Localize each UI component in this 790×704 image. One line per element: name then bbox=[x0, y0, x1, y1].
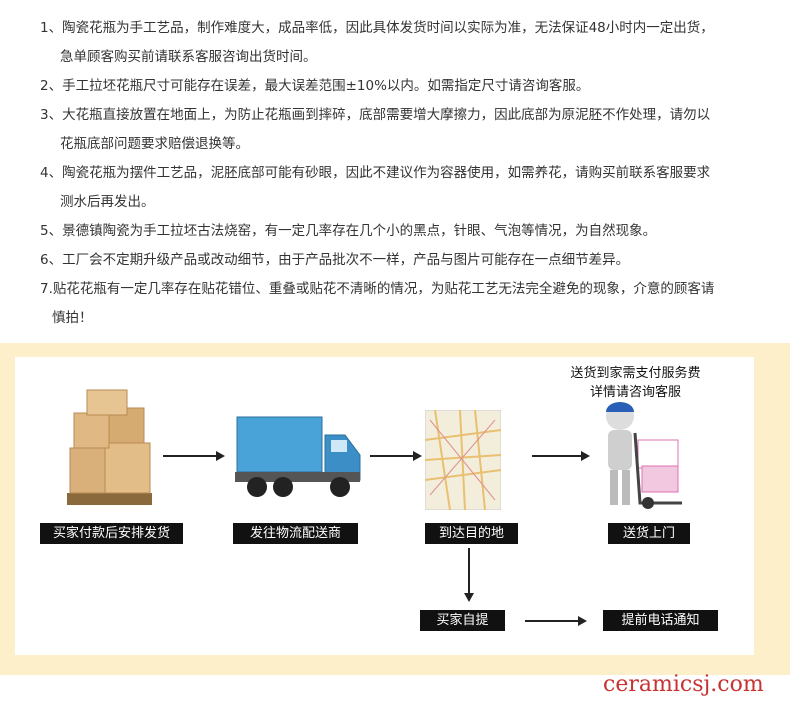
flow-arrow-1 bbox=[163, 451, 225, 461]
notes-list: 1、陶瓷花瓶为手工艺品，制作难度大，成品率低，因此具体发货时间以实际为准，无法保… bbox=[40, 14, 760, 333]
flow-arrow-2 bbox=[370, 451, 422, 461]
step-logistics: 发往物流配送商 bbox=[233, 523, 358, 544]
watermark: ceramicsj.com bbox=[603, 672, 764, 697]
note-6: 6、工厂会不定期升级产品或改动细节，由于产品批次不一样，产品与图片可能存在一点细… bbox=[40, 252, 630, 268]
note-1: 1、陶瓷花瓶为手工艺品，制作难度大，成品率低，因此具体发货时间以实际为准，无法保… bbox=[40, 20, 714, 65]
service-fee-note: 送货到家需支付服务费 详情请咨询客服 bbox=[570, 366, 701, 400]
flow-arrow-4 bbox=[525, 616, 587, 626]
note-3: 3、大花瓶直接放置在地面上，为防止花瓶画到摔碎，底部需要增大摩擦力，因此底部为原… bbox=[40, 107, 711, 152]
step-home-delivery: 送货上门 bbox=[608, 523, 690, 544]
note-2: 2、手工拉坯花瓶尺寸可能存在误差，最大误差范围±10%以内。如需指定尺寸请咨询客… bbox=[40, 78, 590, 94]
flow-arrow-3 bbox=[532, 451, 590, 461]
flow-arrow-down bbox=[464, 548, 474, 602]
note-4: 4、陶瓷花瓶为摆件工艺品，泥胚底部可能有砂眼，因此不建议作为容器使用，如需养花，… bbox=[40, 165, 711, 210]
map-icon bbox=[425, 410, 501, 510]
step-phone-notify: 提前电话通知 bbox=[603, 610, 718, 631]
truck-icon bbox=[235, 416, 361, 497]
note-7: 7.贴花花瓶有一定几率存在贴花错位、重叠或贴花不清晰的情况，为贴花工艺无法完全避… bbox=[40, 281, 715, 326]
boxes-icon bbox=[67, 389, 152, 505]
delivery-man-icon bbox=[606, 402, 682, 509]
step-self-pickup: 买家自提 bbox=[420, 610, 505, 631]
step-destination: 到达目的地 bbox=[425, 523, 518, 544]
note-5: 5、景德镇陶瓷为手工拉坯古法烧窑，有一定几率存在几个小的黑点，针眼、气泡等情况，… bbox=[40, 223, 657, 239]
step-buyer-pays: 买家付款后安排发货 bbox=[40, 523, 183, 544]
